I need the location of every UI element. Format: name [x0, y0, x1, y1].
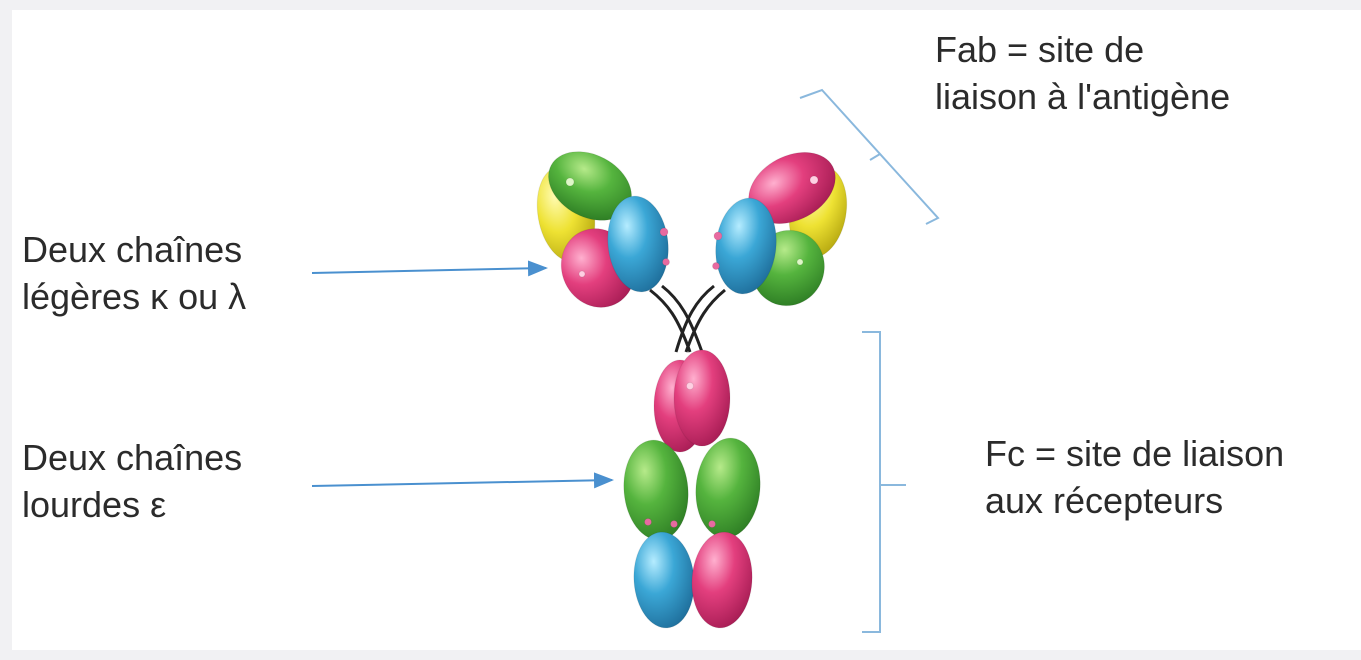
- fc-label-line2: aux récepteurs: [985, 477, 1284, 524]
- fc-stem: [620, 350, 764, 630]
- hinge-region: [650, 286, 725, 352]
- light-chains-label: Deux chaînes légères κ ou λ: [22, 226, 246, 320]
- heavy-ch4-right: [689, 530, 756, 630]
- heavy-ch2-right: [674, 350, 730, 446]
- heavy-chains-label-line1: Deux chaînes: [22, 434, 242, 481]
- heavy-ch4-left: [631, 530, 698, 630]
- fc-label: Fc = site de liaison aux récepteurs: [985, 430, 1284, 524]
- light-chains-label-line2: légères κ ou λ: [22, 273, 246, 320]
- heavy-chain-arrow: [312, 480, 612, 486]
- fc-label-line1: Fc = site de liaison: [985, 430, 1284, 477]
- heavy-ch3-left: [620, 437, 692, 542]
- light-chain-arrow: [312, 268, 546, 273]
- heavy-chains-label: Deux chaînes lourdes ε: [22, 434, 242, 528]
- fc-bracket: [862, 332, 906, 632]
- fab-label-line2: liaison à l'antigène: [935, 73, 1230, 120]
- heavy-chains-label-line2: lourdes ε: [22, 481, 242, 528]
- light-chains-label-line1: Deux chaînes: [22, 226, 246, 273]
- fab-label-line1: Fab = site de: [935, 26, 1230, 73]
- heavy-ch3-right: [692, 435, 764, 540]
- right-fab-arm: [711, 138, 853, 318]
- fab-label: Fab = site de liaison à l'antigène: [935, 26, 1230, 120]
